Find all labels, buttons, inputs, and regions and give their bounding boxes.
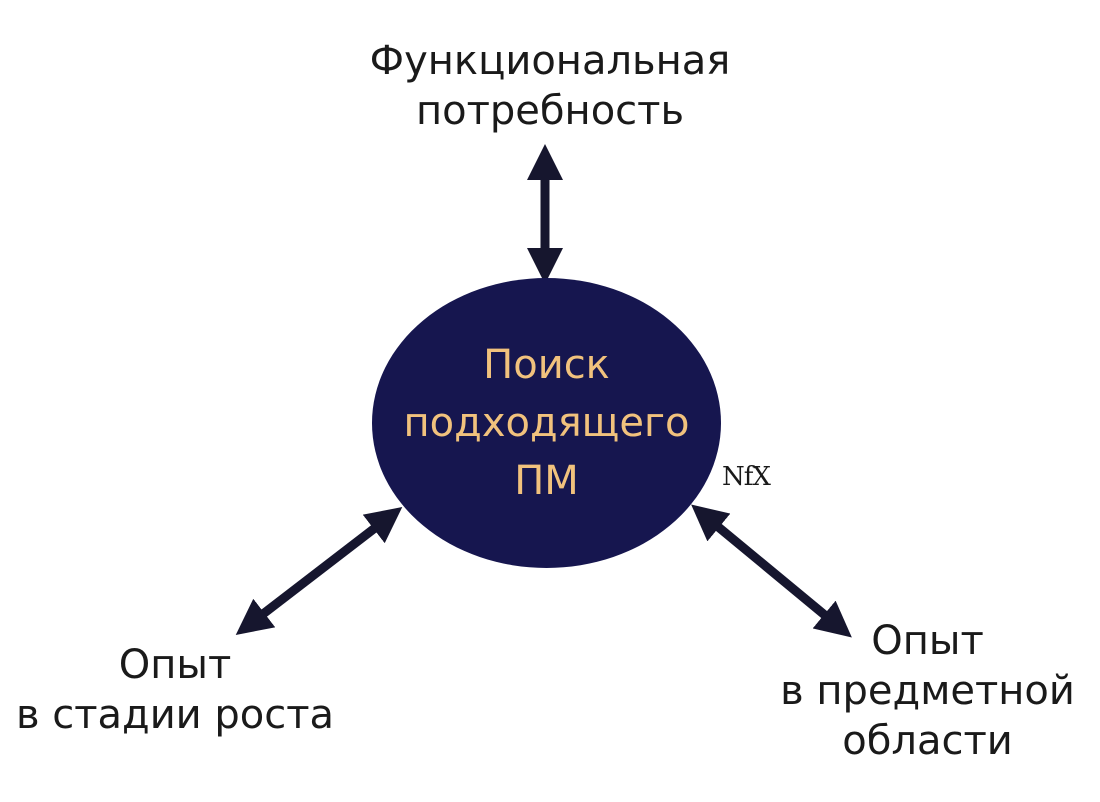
center-node-text: Поиск подходящего ПМ [404, 336, 690, 510]
center-line-3: ПМ [514, 458, 579, 504]
functional-need-line-2: потребность [415, 88, 685, 134]
domain-experience-label: Опыт в предметной области [755, 616, 1100, 766]
arrow-right [691, 504, 852, 638]
arrow-left [235, 507, 403, 635]
functional-need-line-1: Функциональная [369, 38, 731, 84]
growth-stage-line-2: в стадии роста [15, 692, 335, 738]
functional-need-label: Функциональная потребность [300, 36, 800, 136]
center-line-2: подходящего [403, 400, 690, 446]
domain-experience-line-1: Опыт [871, 618, 984, 664]
growth-stage-line-1: Опыт [118, 642, 232, 688]
center-line-1: Поиск [483, 342, 610, 388]
nfx-logo: NfX [722, 462, 771, 492]
domain-experience-line-2: в предметной [780, 668, 1075, 714]
growth-stage-experience-label: Опыт в стадии роста [0, 640, 350, 740]
center-node: Поиск подходящего ПМ [372, 278, 721, 568]
domain-experience-line-3: области [842, 718, 1013, 764]
